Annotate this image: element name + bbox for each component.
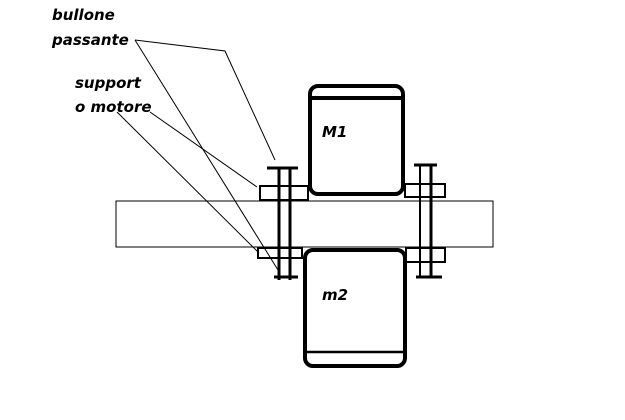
left-through-bolt <box>267 166 298 280</box>
label-motor-m2: m2 <box>322 286 349 304</box>
label-support: support <box>75 74 141 92</box>
right-through-bolt <box>414 163 442 279</box>
label-motor-m1: M1 <box>322 123 348 141</box>
right-top-support <box>404 183 446 198</box>
label-o-motore: o motore <box>75 98 152 116</box>
label-bullone: bullone <box>52 6 115 24</box>
left-top-support <box>259 185 309 201</box>
support-leader-lines <box>116 111 260 254</box>
motor-m2 <box>303 248 407 368</box>
motor-m1 <box>308 84 405 196</box>
label-passante: passante <box>52 31 129 49</box>
bolt-leader-lines <box>134 39 279 271</box>
central-plate <box>115 200 494 248</box>
right-bottom-support <box>405 247 446 263</box>
